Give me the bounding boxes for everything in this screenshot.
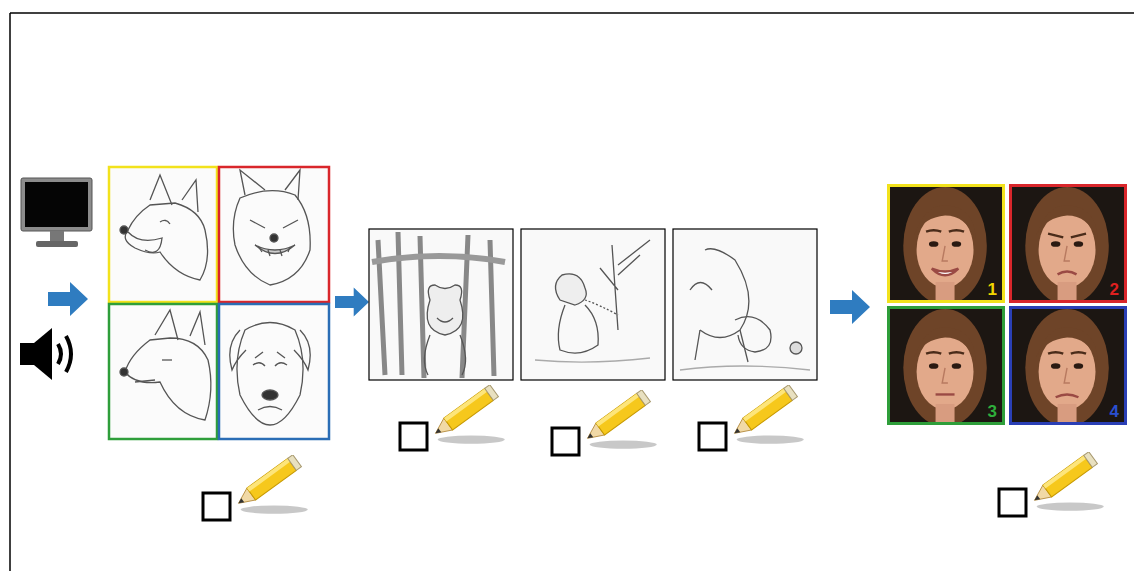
callout-number: 2 bbox=[1110, 281, 1119, 298]
face-photo: 3 bbox=[887, 306, 1005, 425]
face-image bbox=[890, 187, 1002, 300]
speaker-icon bbox=[20, 328, 71, 380]
flow-arrow bbox=[830, 290, 870, 324]
frame-lines bbox=[10, 13, 1134, 571]
face-image bbox=[1012, 187, 1124, 300]
face-photo: 2 bbox=[1009, 184, 1127, 303]
dog-scene-panels bbox=[369, 229, 817, 380]
answer-checkbox bbox=[203, 423, 1026, 520]
callout-number: 1 bbox=[988, 281, 997, 298]
callout-number: 3 bbox=[988, 403, 997, 420]
face-image bbox=[890, 309, 1002, 422]
dog-face-panels bbox=[109, 167, 329, 439]
flow-arrow bbox=[335, 288, 369, 317]
flow-arrow bbox=[48, 282, 88, 316]
callout-number: 4 bbox=[1110, 403, 1119, 420]
face-image bbox=[1012, 309, 1124, 422]
monitor-icon bbox=[21, 178, 92, 247]
face-photo: 1 bbox=[887, 184, 1005, 303]
face-photo: 4 bbox=[1009, 306, 1127, 425]
